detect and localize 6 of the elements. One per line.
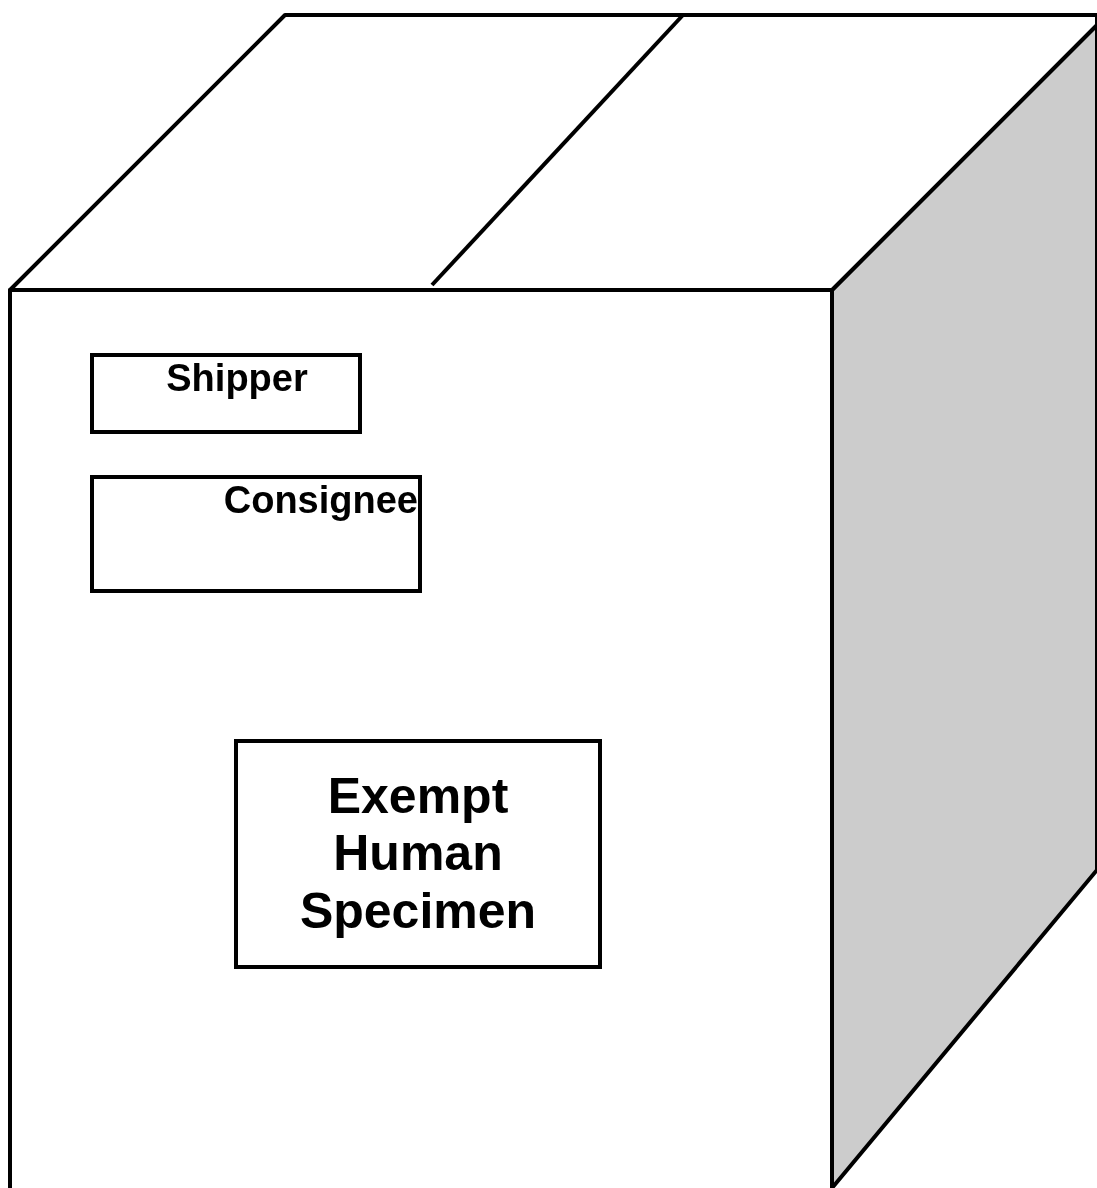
label-text: Consignee [223, 479, 418, 523]
specimen-label [234, 739, 602, 969]
shipper-label [90, 353, 362, 434]
label-text: Shipper [166, 357, 308, 401]
label-text: Exempt Human Specimen [298, 767, 538, 941]
consignee-label [90, 475, 422, 593]
